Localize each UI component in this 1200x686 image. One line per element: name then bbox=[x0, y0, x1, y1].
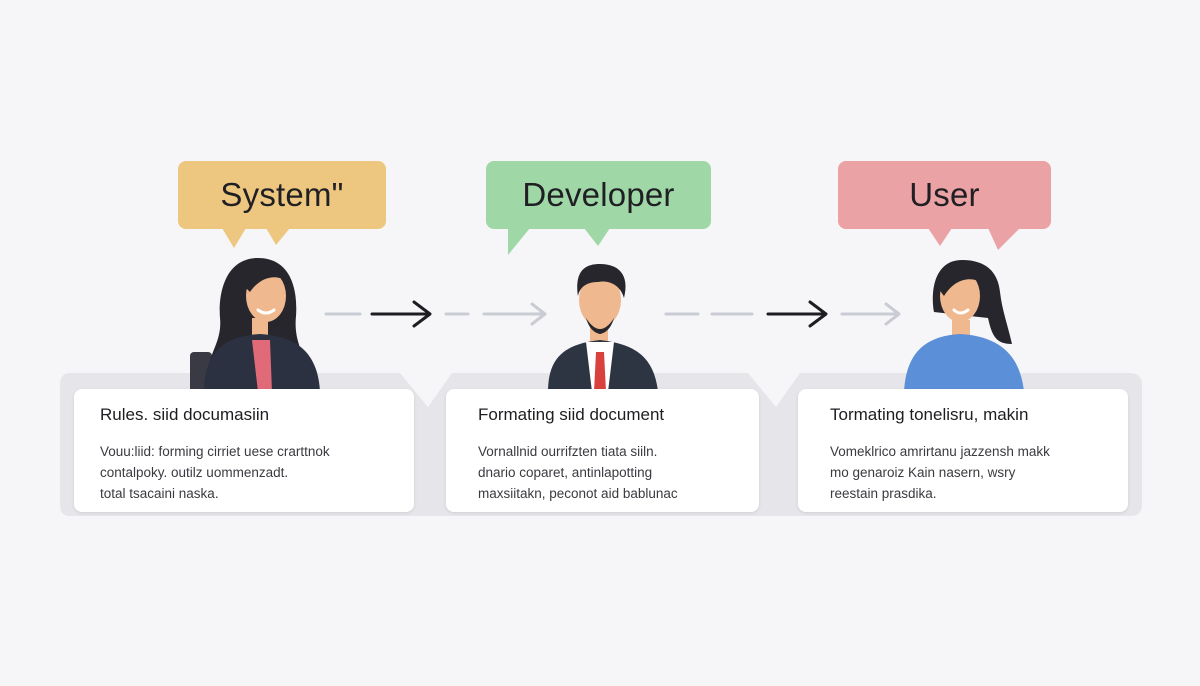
system-bubble-tail-right bbox=[266, 228, 290, 245]
flow-connector-2 bbox=[664, 300, 901, 328]
woman-avatar-icon bbox=[190, 258, 320, 392]
flow-connector-1 bbox=[324, 300, 547, 328]
right-arrow-icon bbox=[370, 300, 432, 328]
card-body-line: Vouu:liid: forming cirriet uese crarttno… bbox=[100, 444, 330, 459]
card-body-line: maxsiitakn, peconot aid bablunac bbox=[478, 486, 678, 501]
developer-bubble-tail-right bbox=[584, 228, 610, 246]
card-body-line: Vornallnid ourrifzten tiata siiln. bbox=[478, 444, 658, 459]
developer-bubble-tail-left bbox=[508, 228, 530, 255]
card-body-line: dnario coparet, antinlapotting bbox=[478, 465, 653, 480]
card-title: Tormating tonelisru, makin bbox=[830, 405, 1029, 424]
card-title: Formating siid document bbox=[478, 405, 665, 424]
card-body-line: contalpoky. outilz uommenzadt. bbox=[100, 465, 289, 480]
system-description-card: Rules. siid documasiin Vouu:liid: formin… bbox=[74, 389, 414, 512]
right-arrow-icon bbox=[766, 300, 828, 328]
system-bubble-tail-left bbox=[222, 228, 246, 248]
user-bubble-tail-left bbox=[928, 228, 952, 246]
woman-avatar-icon bbox=[904, 260, 1024, 392]
man-avatar-icon bbox=[548, 264, 658, 392]
card-body-line: total tsacaini naska. bbox=[100, 486, 219, 501]
user-description-card: Tormating tonelisru, makin Vomeklrico am… bbox=[798, 389, 1128, 512]
card-body-line: mo genaroiz Kain nasern, wsry bbox=[830, 465, 1016, 480]
card-body-line: Vomeklrico amrirtanu jazzensh makk bbox=[830, 444, 1050, 459]
card-body-line: reestain prasdika. bbox=[830, 486, 937, 501]
developer-description-card: Formating siid document Vornallnid ourri… bbox=[446, 389, 759, 512]
user-role-bubble: User bbox=[838, 161, 1051, 229]
developer-role-bubble: Developer bbox=[486, 161, 711, 229]
card-title: Rules. siid documasiin bbox=[100, 405, 270, 424]
system-role-bubble: System" bbox=[178, 161, 386, 229]
user-bubble-tail-right bbox=[988, 228, 1020, 250]
